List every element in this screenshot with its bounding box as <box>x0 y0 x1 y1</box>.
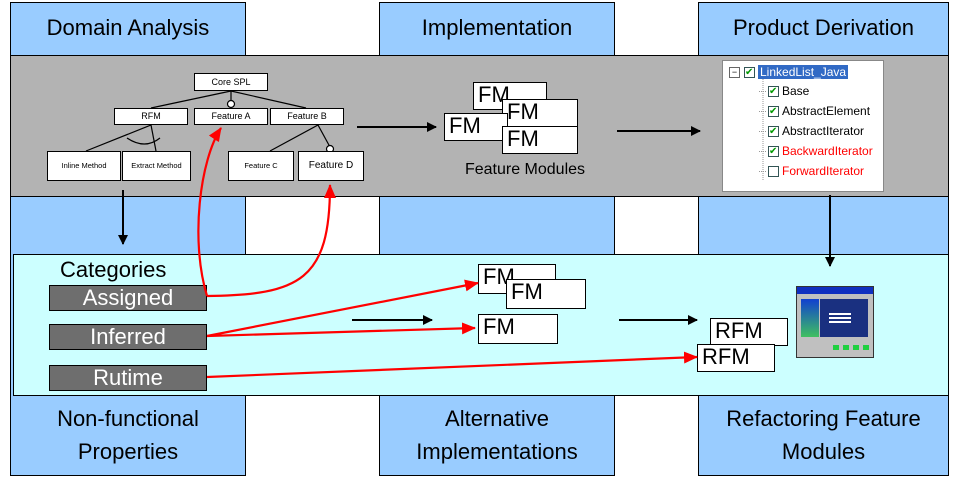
list-lines <box>829 313 851 315</box>
tree-item-checkbox[interactable] <box>768 124 779 140</box>
fm-node-rfm: RFM <box>114 108 188 125</box>
category-inferred: Inferred <box>49 324 207 350</box>
red-arrow-inferred-to-fm-top <box>206 279 479 338</box>
category-assigned: Assigned <box>49 285 207 311</box>
status-leds <box>833 345 869 350</box>
label-implementation: Implementation <box>421 15 573 40</box>
tree-item-checkbox[interactable] <box>768 144 779 160</box>
tree-item-label[interactable]: AbstractElement <box>782 104 871 118</box>
label-domain-analysis: Domain Analysis <box>46 15 210 40</box>
label-nonfunctional-line2: Properties <box>77 439 179 464</box>
label-alternative-line2: Implementations <box>416 439 578 464</box>
application-window-icon <box>796 286 874 358</box>
alt-fm-box: FM <box>478 314 558 344</box>
category-runtime: Rutime <box>49 365 207 391</box>
fm-module-box: FM <box>502 99 578 127</box>
label-alternative-line1: Alternative <box>445 406 549 431</box>
label-nonfunctional-line1: Non-functional <box>57 406 199 431</box>
tree-item-checkbox[interactable] <box>768 84 779 100</box>
content-panel <box>820 299 868 337</box>
fm-node-feature-b: Feature B <box>270 108 344 125</box>
fm-module-box: FM <box>502 126 578 154</box>
tree-root[interactable]: − LinkedList_Java <box>729 64 849 81</box>
tree-item-checkbox[interactable] <box>768 104 779 120</box>
title-bar <box>797 287 873 294</box>
fm-node-inline-method: Inline Method <box>47 151 121 181</box>
tree-item-label[interactable]: AbstractIterator <box>782 124 865 138</box>
red-arrow-inferred-to-fm-bottom <box>206 322 476 338</box>
tree-item[interactable]: BackwardIterator <box>759 143 873 160</box>
fm-module-box: FM <box>444 113 508 141</box>
tree-root-checkbox[interactable] <box>744 65 755 81</box>
tree-item-label[interactable]: ForwardIterator <box>782 164 865 178</box>
gradient-panel <box>801 299 819 337</box>
fm-node-core-spl: Core SPL <box>194 73 268 91</box>
alt-fm-box: FM <box>506 279 586 309</box>
rfm-box: RFM <box>710 318 788 346</box>
label-refactoring-line1: Refactoring Feature <box>726 406 921 431</box>
fm-node-extract-method: Extract Method <box>122 151 191 181</box>
tree-item[interactable]: AbstractElement <box>759 103 871 120</box>
feature-modules-caption: Feature Modules <box>464 161 586 178</box>
collapse-icon[interactable]: − <box>729 67 740 79</box>
red-arrow-assigned-to-feature-a <box>197 127 222 297</box>
configuration-tree[interactable]: − LinkedList_Java BaseAbstractElementAbst… <box>722 60 884 192</box>
red-arrow-runtime-to-rfm <box>206 351 698 379</box>
fm-node-feature-d: Feature D <box>298 151 364 181</box>
red-arrow-assigned-to-feature-d <box>206 184 336 298</box>
tree-item-label[interactable]: Base <box>782 84 810 98</box>
tree-guide-lines <box>762 79 764 181</box>
tree-root-label[interactable]: LinkedList_Java <box>758 65 849 79</box>
categories-title: Categories <box>60 257 167 282</box>
label-refactoring-line2: Modules <box>781 439 866 464</box>
tree-item-checkbox[interactable] <box>768 166 779 178</box>
fm-node-feature-a: Feature A <box>194 108 268 125</box>
label-product-derivation: Product Derivation <box>733 15 914 40</box>
tree-item[interactable]: Base <box>759 83 810 100</box>
tree-item[interactable]: AbstractIterator <box>759 123 865 140</box>
tree-item-label[interactable]: BackwardIterator <box>782 144 873 158</box>
fm-node-feature-c: Feature C <box>228 151 294 181</box>
rfm-box: RFM <box>697 344 775 372</box>
